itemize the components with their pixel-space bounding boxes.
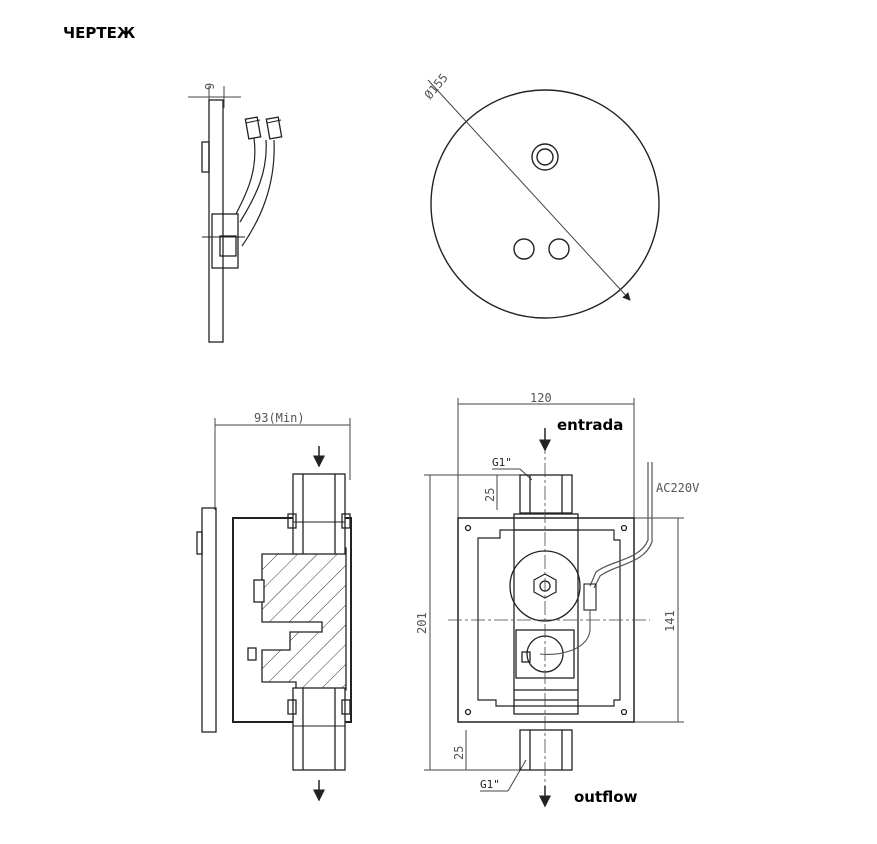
diameter-dimension: Ø155: [422, 71, 451, 102]
outlet-label: outflow: [574, 788, 638, 806]
section-view: 93(Min): [196, 411, 352, 802]
rear-view: 120 201 141 25 25 G1" G1": [415, 391, 699, 808]
width-dimension: 120: [530, 391, 552, 405]
power-label: AC220V: [656, 481, 699, 495]
height-total-dimension: 201: [415, 612, 429, 634]
depth-dimension: 93(Min): [254, 411, 305, 425]
inlet-label: entrada: [557, 416, 624, 434]
height-box-dimension: 141: [663, 610, 677, 632]
thickness-dimension: 9: [203, 83, 217, 90]
pipe-thread-top: G1": [492, 456, 512, 469]
page-title: ЧЕРТЕЖ: [63, 24, 136, 42]
side-view: 9: [188, 83, 283, 343]
front-view: Ø155: [422, 71, 660, 319]
pipe-thread-bottom: G1": [480, 778, 500, 791]
thread-top-dimension: 25: [483, 488, 497, 502]
thread-bottom-dimension: 25: [452, 746, 466, 760]
